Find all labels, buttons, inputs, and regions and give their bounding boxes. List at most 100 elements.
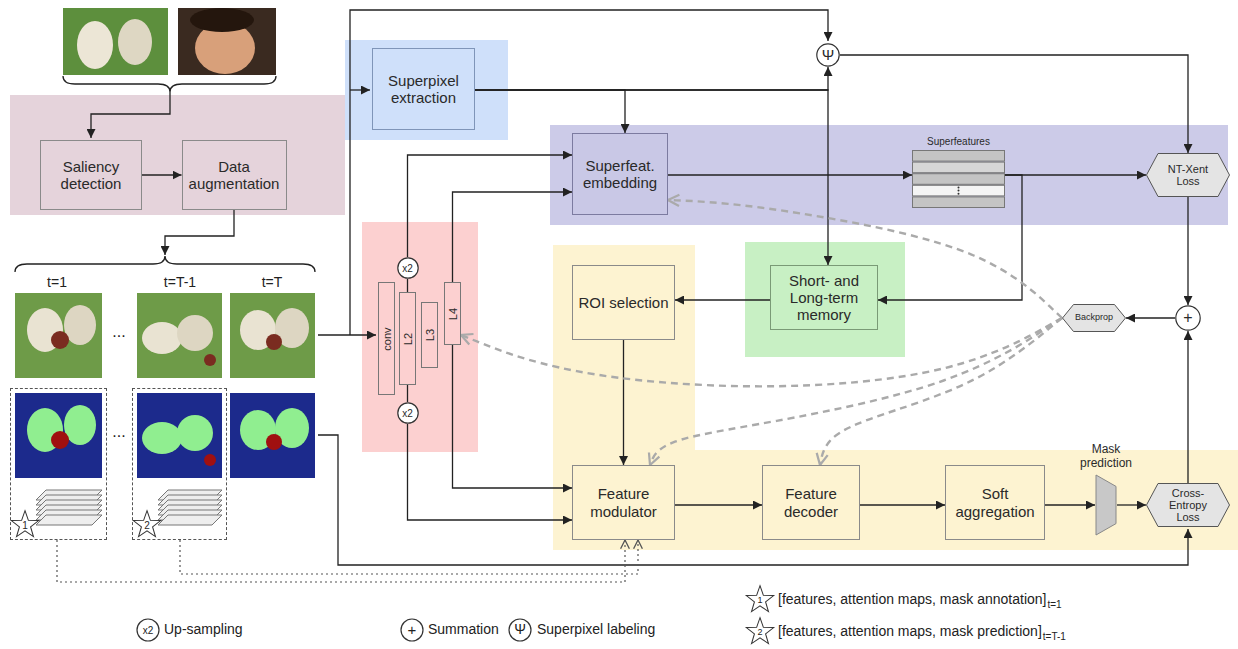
ellipsis-dot: [958, 193, 960, 195]
hexagon-outline: [1147, 154, 1230, 197]
flow-arrow: [408, 424, 573, 520]
feature-sheet: [36, 515, 102, 525]
flow-arrow: [407, 385, 408, 402]
layer-box: conv: [378, 282, 395, 395]
feature-sheet: [158, 515, 222, 525]
frame-time-label: t=T: [262, 275, 283, 290]
node-text: Soft aggregation: [951, 485, 1039, 520]
mask-head: Mask prediction: [1095, 474, 1117, 536]
subscript: t=T-1: [1043, 631, 1066, 642]
flow-arrow: [453, 192, 573, 282]
ellipsis: ...: [112, 323, 125, 341]
circle-outline: [817, 44, 839, 66]
flow-arrow: [860, 504, 945, 505]
flow-arrow: [1126, 317, 1175, 318]
mask-region: [51, 431, 69, 449]
flow-arrow: [407, 279, 408, 292]
legend-symbol-text: x2: [143, 625, 154, 636]
node-text: +: [1183, 309, 1192, 327]
node-text: Backprop: [1071, 313, 1117, 323]
flow-line: [318, 334, 376, 335]
flow-arrow: [1005, 174, 1146, 175]
frame-photo: [137, 293, 222, 378]
bracket: [63, 76, 276, 92]
feature-row: [913, 151, 1005, 162]
memory-frame-box: 2: [132, 388, 227, 540]
mask-image: [15, 393, 102, 478]
legend-text: Up-sampling: [164, 622, 243, 637]
legend-star: [746, 618, 773, 644]
flow-arrow: [675, 299, 770, 300]
flow-arrow: [623, 340, 624, 465]
flow-line: [318, 435, 1188, 565]
layer-box: L2: [399, 292, 416, 385]
node-text: Cross-Entropy Loss: [1159, 487, 1217, 523]
operator-circle: x2: [397, 257, 419, 279]
mask-image: [230, 393, 315, 478]
mask-region: [142, 422, 182, 454]
trapezoid-outline: [1096, 475, 1116, 535]
input-photo: [178, 8, 276, 75]
circle-outline: [397, 403, 417, 423]
node-text: NT-Xent Loss: [1159, 163, 1217, 187]
feature-stack: Superfeatures: [912, 150, 1005, 208]
feature-row: [913, 197, 1005, 208]
legend-symbol-text: +: [408, 622, 417, 639]
mask-image: [137, 393, 222, 478]
input-photo: [63, 8, 168, 75]
process-box: Data augmentation: [182, 140, 287, 210]
legend-text: [features, attention maps, mask annotati…: [778, 592, 1047, 607]
memory-arrow: [180, 540, 638, 574]
frame-photo: [230, 293, 315, 378]
node-text: L3: [423, 329, 436, 341]
circle-outline: [1176, 306, 1200, 330]
photo-detail: [266, 334, 282, 350]
node-text: conv: [380, 327, 393, 350]
loss-hexagon: NT-Xent Loss: [1146, 153, 1230, 197]
flow-arrow: [878, 175, 1022, 300]
node-text: ROI selection: [578, 294, 668, 311]
process-box: ROI selection: [572, 265, 675, 340]
flow-arrow: [475, 90, 828, 265]
stack-shape: [912, 150, 1005, 208]
photo-detail: [51, 331, 69, 349]
photo-detail: [177, 315, 213, 351]
mask-region: [266, 434, 282, 450]
memory-frame-box: 1: [10, 388, 107, 540]
loss-hexagon: Cross-Entropy Loss: [1146, 483, 1230, 527]
legend-symbol: [137, 619, 159, 641]
ellipsis-dot: [958, 190, 960, 192]
flow-line: [165, 210, 234, 255]
flow-arrow: [1187, 197, 1188, 305]
summation-circle: +: [1175, 305, 1201, 331]
flow-line: [350, 89, 370, 90]
star-outline: [11, 511, 38, 537]
callout-number: 1: [757, 596, 762, 606]
superfeature-band: [550, 125, 1228, 225]
ellipsis-dot: [958, 186, 960, 188]
flow-arrow: [142, 174, 182, 175]
flow-arrow: [475, 90, 625, 133]
flow-line: [91, 92, 170, 138]
backprop-hexagon: Backprop: [1062, 304, 1126, 332]
circle-outline: [397, 258, 417, 278]
flow-arrow: [840, 55, 1188, 153]
node-text: L2: [401, 332, 414, 344]
trap-shape: [1095, 474, 1117, 536]
process-box: Superfeat. embedding: [572, 133, 668, 215]
gradient-arrow: [461, 318, 1062, 386]
feature-row: [913, 174, 1005, 185]
process-box: Saliency detection: [40, 140, 142, 210]
hexagon-outline: [1147, 484, 1230, 527]
node-text: x2: [402, 263, 413, 274]
node-text: Superpixel extraction: [378, 72, 469, 107]
flow-arrow: [1187, 331, 1188, 483]
flow-arrow: [408, 155, 573, 257]
flow-arrow: [1045, 504, 1095, 505]
heading-text: Mask prediction: [1073, 443, 1139, 471]
legend-text: [features, attention maps, mask predicti…: [778, 624, 1042, 639]
node-text: Saliency detection: [46, 158, 136, 193]
photo-detail: [204, 354, 216, 366]
dashed-shape: [133, 389, 228, 541]
